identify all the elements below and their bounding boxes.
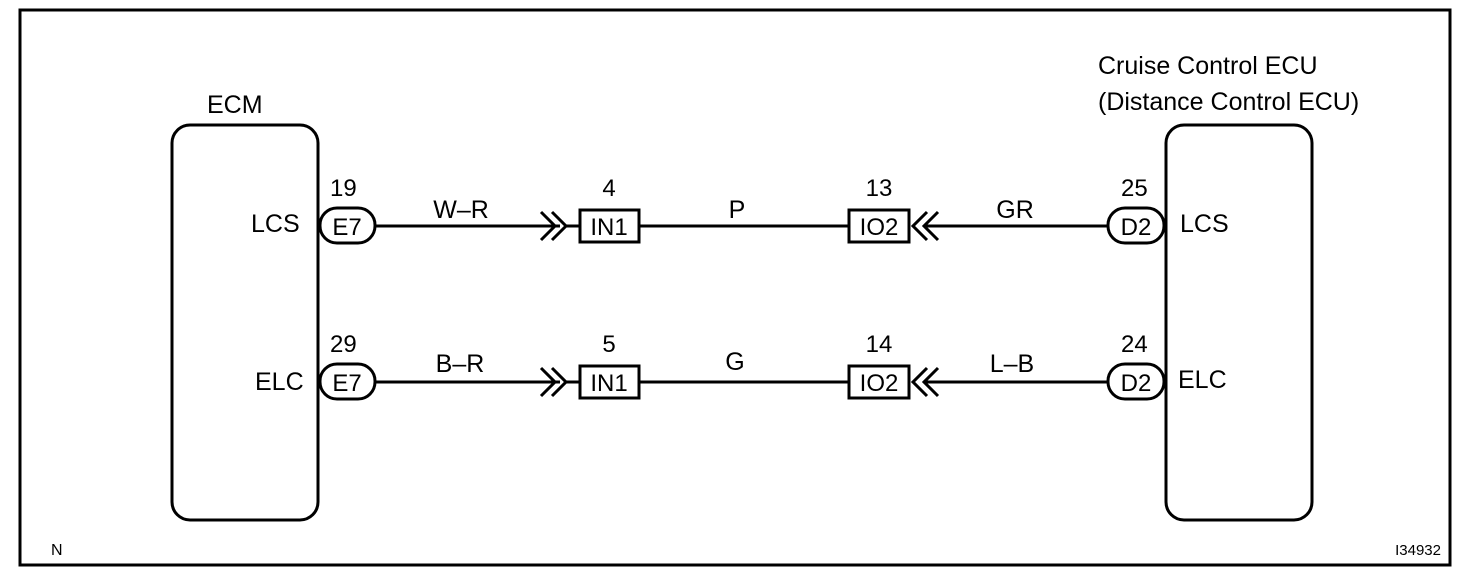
wire-color-elc-middle: G: [725, 348, 744, 376]
cruise-ecu-box: [1164, 123, 1314, 522]
ecu-pin-elc: 24: [1121, 331, 1148, 358]
wire-color-elc-ecm: B–R: [436, 350, 485, 378]
ecm-connector-lcs-label: E7: [332, 214, 361, 241]
ecm-box: [170, 123, 320, 522]
figure-id: I34932: [1395, 542, 1441, 559]
cruise-ecu-label: Cruise Control ECU: [1098, 52, 1318, 80]
ecm-label: ECM: [207, 91, 263, 119]
ecu-pin-lcs: 25: [1121, 175, 1148, 202]
ecu-terminal-elc: ELC: [1178, 366, 1227, 394]
circuit-elc: ELC 29 E7 B–R 5 IN1 G 14 IO2 L–B 24 D2 E…: [255, 331, 1227, 401]
junction-in-pin-elc: 5: [602, 331, 615, 358]
junction-io-pin-elc: 14: [866, 331, 893, 358]
junction-in-connector-elc: [578, 364, 641, 400]
chevron-arrow-icon: [910, 210, 929, 242]
ecm-terminal-elc: ELC: [255, 368, 304, 396]
junction-in-pin-lcs: 4: [602, 175, 615, 202]
ecu-terminal-lcs: LCS: [1180, 210, 1229, 238]
junction-in-connector-lcs-label: IN1: [590, 214, 627, 241]
chevron-arrow-icon: [539, 210, 558, 242]
wire-color-lcs-ecm: W–R: [433, 196, 489, 224]
junction-io-pin-lcs: 13: [866, 175, 893, 202]
junction-io-connector-elc-label: IO2: [860, 370, 899, 397]
ecm-pin-elc: 29: [330, 331, 357, 358]
chevron-arrow-icon: [539, 366, 558, 398]
wire-color-lcs-ecu: GR: [996, 196, 1034, 224]
cruise-ecu-sublabel: (Distance Control ECU): [1098, 88, 1359, 116]
junction-in-connector-elc-label: IN1: [590, 370, 627, 397]
junction-io-connector-lcs-label: IO2: [860, 214, 899, 241]
wire-color-lcs-middle: P: [729, 196, 746, 224]
wire-color-elc-ecu: L–B: [990, 350, 1034, 378]
footer-left-mark: N: [51, 542, 63, 559]
ecm-terminal-lcs: LCS: [251, 210, 300, 238]
junction-io-connector-lcs: [847, 208, 911, 244]
diagram-frame: [18, 8, 1452, 567]
ecu-connector-elc: [1106, 362, 1166, 401]
ecu-connector-lcs: [1106, 206, 1166, 245]
junction-in-connector-lcs: [578, 208, 641, 244]
ecu-connector-elc-label: D2: [1121, 370, 1152, 397]
ecu-connector-lcs-label: D2: [1121, 214, 1152, 241]
ecm-connector-elc-label: E7: [332, 370, 361, 397]
ecm-pin-lcs: 19: [330, 175, 357, 202]
chevron-arrow-icon: [910, 366, 929, 398]
circuit-lcs: LCS 19 E7 W–R 4 IN1 P 13 IO2 GR 25 D2 LC…: [251, 175, 1229, 245]
junction-io-connector-elc: [847, 364, 911, 400]
